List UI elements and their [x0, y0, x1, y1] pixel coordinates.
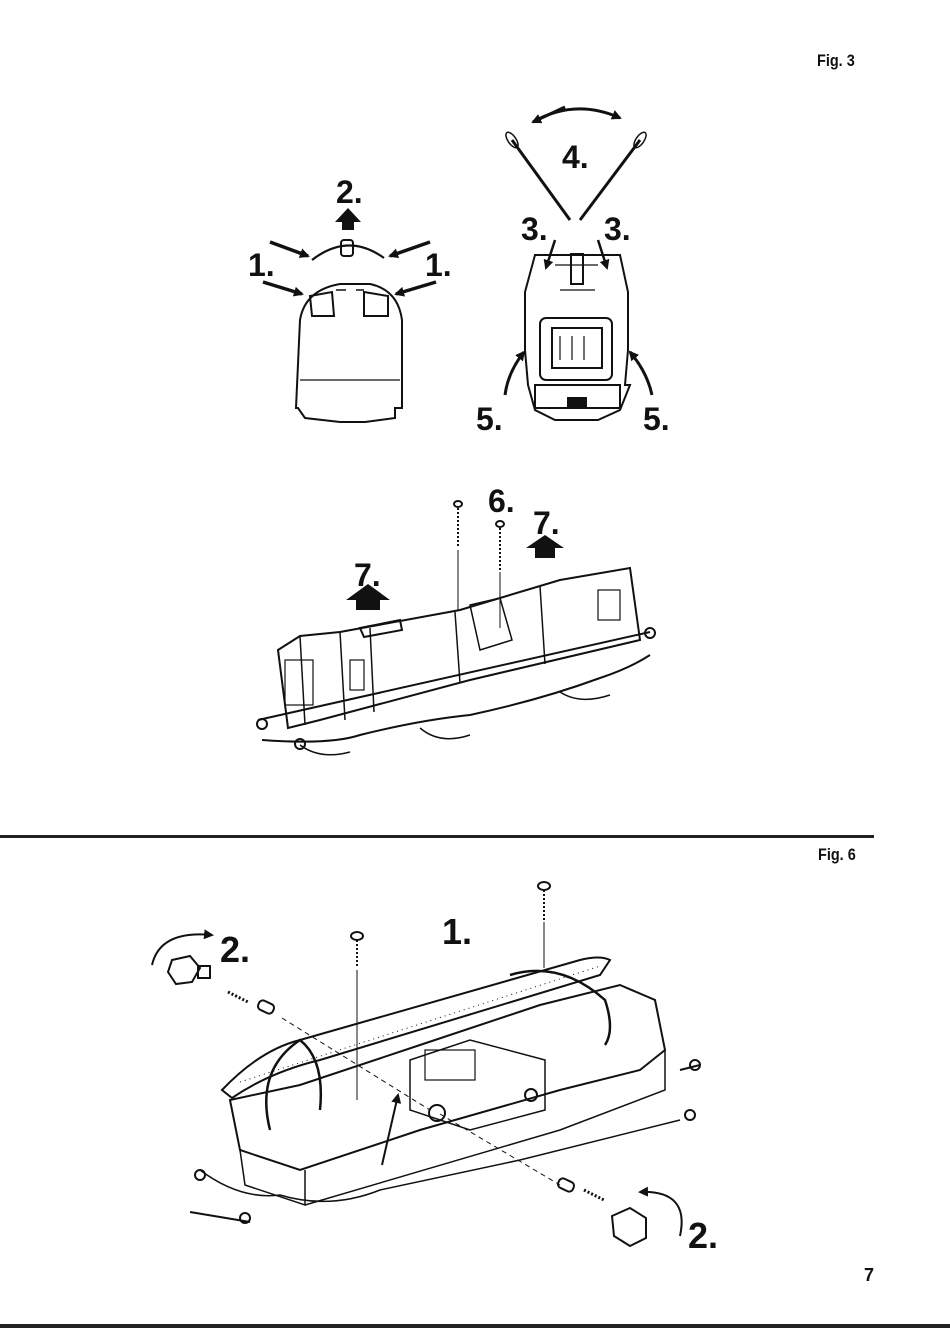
fig6-step-1: 1. — [442, 911, 472, 952]
fig6-step-2-left: 2. — [220, 929, 250, 970]
fig3-step-5-left: 5. — [476, 401, 503, 437]
fig3-front-arrows — [263, 208, 436, 294]
fig3-step-1-left: 1. — [248, 247, 275, 283]
fig3-step-6: 6. — [488, 483, 515, 519]
fig6-step-2-right: 2. — [688, 1215, 718, 1256]
fig3-perspective-locomotive — [257, 568, 655, 755]
fig3-step-2: 2. — [336, 174, 363, 210]
fig3-step-1-right: 1. — [425, 247, 452, 283]
fig3-step-4: 4. — [562, 139, 589, 175]
step-numbers: 1. 1. 2. 3. 3. 4. 5. 5. 6. 7. 7. 1. 2. 2… — [220, 139, 718, 1256]
fig6-chassis — [190, 958, 700, 1224]
fig3-end-view-locomotive — [525, 254, 630, 420]
fig3-front-view-locomotive — [296, 240, 402, 422]
fig3-step-7-right: 7. — [533, 505, 560, 541]
fig3-step-5-right: 5. — [643, 401, 670, 437]
fig3-step-3-right: 3. — [604, 211, 631, 247]
fig3-step-3-left: 3. — [521, 211, 548, 247]
fig3-step-7-left: 7. — [354, 557, 381, 593]
